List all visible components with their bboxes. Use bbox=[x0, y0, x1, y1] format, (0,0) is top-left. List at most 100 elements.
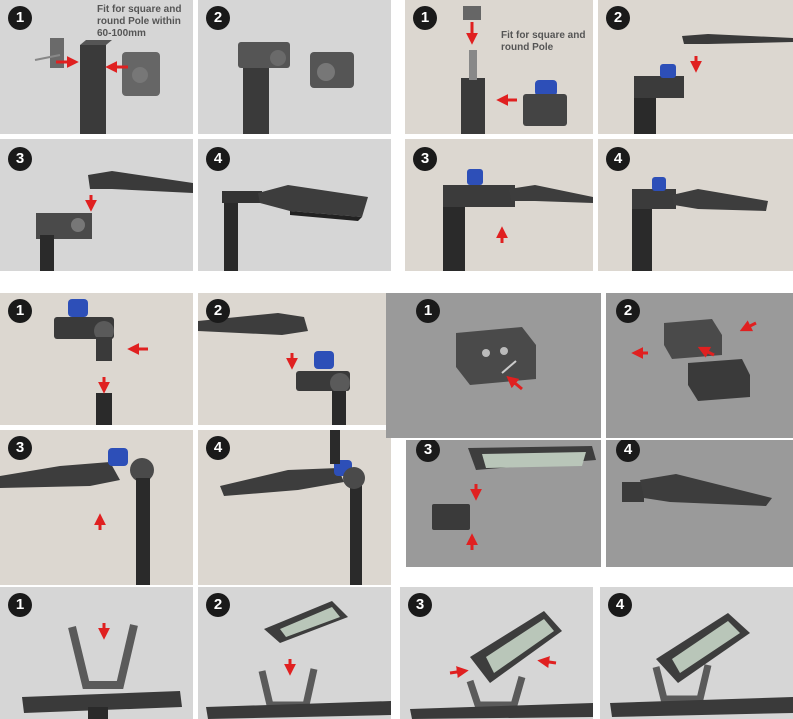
light-fixture-icon bbox=[682, 34, 793, 44]
pole-icon bbox=[332, 391, 346, 425]
bracket-icon bbox=[238, 42, 290, 68]
set-c-step-2-panel: 2 bbox=[198, 293, 391, 425]
pole-icon bbox=[443, 185, 515, 271]
set-e-step-2-panel: 2 bbox=[198, 587, 391, 719]
pole-icon bbox=[610, 697, 793, 717]
set-a-step-2-panel: 2 bbox=[198, 0, 391, 134]
pole-icon bbox=[22, 691, 182, 719]
set-b-step-3-panel: 3 bbox=[405, 139, 593, 271]
pole-icon bbox=[461, 50, 485, 134]
set-b-step-1-panel: 1 Fit for square and round Pole bbox=[405, 0, 593, 134]
photocell-icon bbox=[652, 177, 666, 191]
step-badge: 3 bbox=[408, 593, 432, 617]
light-fixture-icon bbox=[258, 185, 368, 221]
light-fixture-icon bbox=[470, 611, 562, 683]
set-a-step-4-panel: 4 bbox=[198, 139, 391, 271]
step-badge: 4 bbox=[206, 147, 230, 171]
set-d-step-3-panel: 3 bbox=[406, 440, 601, 567]
bracket-icon bbox=[296, 371, 350, 393]
set-c-step-4-panel: 4 bbox=[198, 430, 391, 585]
step-badge: 1 bbox=[8, 593, 32, 617]
pole-icon bbox=[96, 337, 112, 425]
photocell-icon bbox=[68, 299, 88, 317]
step-badge: 2 bbox=[606, 6, 630, 30]
photocell-icon bbox=[535, 80, 557, 96]
pole-icon bbox=[632, 189, 676, 271]
step-badge: 2 bbox=[206, 6, 230, 30]
fit-note: Fit for square and round Pole bbox=[501, 30, 586, 53]
step-badge: 3 bbox=[8, 147, 32, 171]
pole-icon bbox=[80, 40, 112, 134]
pole-icon bbox=[222, 191, 262, 271]
arrow-icon bbox=[697, 346, 715, 358]
light-fixture-icon bbox=[0, 462, 120, 488]
set-e-step-3-panel: 3 bbox=[400, 587, 593, 719]
photocell-icon bbox=[660, 64, 676, 78]
step-badge: 1 bbox=[8, 299, 32, 323]
pole-icon bbox=[136, 478, 150, 585]
set-d-step-4-panel: 4 bbox=[606, 440, 793, 567]
step-badge: 4 bbox=[608, 593, 632, 617]
set-a-step-3-panel: 3 bbox=[0, 139, 193, 271]
set-d-step-2-panel: 2 bbox=[606, 293, 793, 438]
step-badge: 3 bbox=[413, 147, 437, 171]
bracket-icon bbox=[122, 52, 160, 96]
light-fixture-icon bbox=[672, 189, 768, 211]
pole-icon bbox=[330, 430, 362, 585]
pole-icon bbox=[410, 703, 593, 719]
light-fixture-icon bbox=[264, 601, 348, 643]
light-fixture-icon bbox=[468, 446, 596, 470]
bracket-icon bbox=[523, 94, 567, 126]
light-fixture-icon bbox=[88, 171, 193, 193]
bracket-icon bbox=[622, 482, 644, 502]
step-badge: 2 bbox=[616, 299, 640, 323]
bracket-icon bbox=[258, 668, 318, 709]
bracket-icon bbox=[688, 359, 750, 401]
set-e-step-4-panel: 4 bbox=[600, 587, 793, 719]
set-b-step-4-panel: 4 bbox=[598, 139, 793, 271]
step-badge: 2 bbox=[206, 299, 230, 323]
bracket-icon bbox=[68, 624, 138, 689]
step-badge: 1 bbox=[416, 299, 440, 323]
step-badge: 2 bbox=[206, 593, 230, 617]
light-fixture-icon bbox=[509, 185, 593, 203]
arrow-icon bbox=[506, 375, 523, 391]
set-d-step-1-panel: 1 bbox=[386, 293, 601, 438]
pole-icon bbox=[243, 62, 269, 134]
step-badge: 4 bbox=[616, 440, 640, 462]
step-badge: 4 bbox=[606, 147, 630, 171]
step-badge: 1 bbox=[413, 6, 437, 30]
bracket-icon bbox=[130, 458, 154, 482]
step-badge: 3 bbox=[416, 440, 440, 462]
step-badge: 3 bbox=[8, 436, 32, 460]
pole-icon bbox=[206, 701, 391, 719]
photocell-icon bbox=[314, 351, 334, 369]
arrow-icon bbox=[739, 320, 757, 332]
pole-icon bbox=[634, 76, 684, 134]
step-badge: 4 bbox=[206, 436, 230, 460]
set-a-step-1-panel: 1 Fit for square and round Pole within 6… bbox=[0, 0, 193, 134]
set-b-step-2-panel: 2 bbox=[598, 0, 793, 134]
arrow-icon bbox=[537, 656, 557, 668]
set-c-step-3-panel: 3 bbox=[0, 430, 193, 585]
cap-icon bbox=[463, 6, 481, 20]
set-e-step-1-panel: 1 bbox=[0, 587, 193, 719]
light-fixture-icon bbox=[220, 468, 344, 496]
bracket-icon bbox=[466, 676, 526, 709]
light-fixture-icon bbox=[656, 613, 750, 683]
fit-note: Fit for square and round Pole within 60-… bbox=[97, 4, 182, 39]
bracket-icon bbox=[652, 664, 712, 703]
pole-icon bbox=[40, 235, 54, 271]
arrow-icon bbox=[449, 666, 469, 678]
set-c-step-1-panel: 1 bbox=[0, 293, 193, 425]
bracket-icon bbox=[432, 504, 470, 530]
bracket-icon bbox=[36, 213, 92, 239]
light-fixture-icon bbox=[640, 474, 772, 506]
bracket-icon bbox=[343, 467, 365, 489]
bracket-icon bbox=[54, 317, 114, 341]
bracket-icon bbox=[310, 52, 354, 88]
bracket-icon bbox=[456, 327, 536, 385]
photocell-icon bbox=[467, 169, 483, 185]
photocell-icon bbox=[108, 448, 128, 466]
step-badge: 1 bbox=[8, 6, 32, 30]
